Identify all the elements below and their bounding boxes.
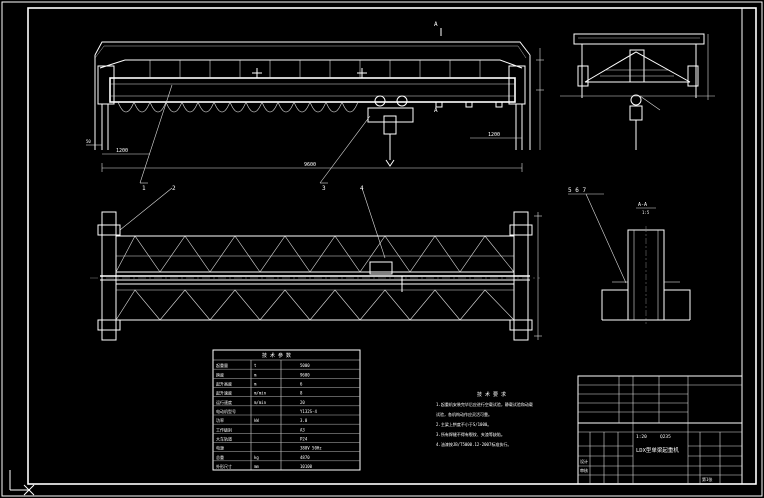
callout-1: 1 [142, 185, 146, 192]
note-line: 3.所有焊缝不得有裂纹、夹渣等缺陷。 [436, 431, 505, 437]
notes-lines: 1.起重机安装完毕后应进行空载试验，静载试验和动载 试验，各机构动作应灵活可靠。… [436, 401, 533, 447]
note-line: 2.主梁上拱度不小于S/1000。 [436, 421, 491, 427]
spec-cell: 3.0 [300, 418, 308, 423]
spec-cell: P24 [300, 437, 308, 442]
spec-cell: 外形尺寸 [216, 463, 232, 469]
section-view-label: A-A [638, 202, 647, 208]
spec-cell: 运行速度 [216, 399, 232, 405]
spec-cell: 大车轨道 [216, 436, 232, 442]
section-mark-a-bottom: A [434, 107, 438, 114]
spec-cell: 跨度 [216, 371, 224, 377]
spec-cell: Y132S-4 [300, 409, 317, 414]
spec-cell: t [254, 363, 257, 368]
dimension-left: 1200 [116, 148, 128, 154]
dimension-right: 1200 [488, 132, 500, 138]
section-a-a: A-A 1:5 [601, 202, 691, 324]
spec-cell: 起重量 [216, 362, 228, 368]
spec-cell: 工作级别 [216, 426, 232, 432]
spec-cell: kW [254, 418, 259, 423]
note-line: 4.油漆按JB/T5000.12-2007标准执行。 [436, 441, 511, 447]
spec-table-rows: 起重量 t 5000 跨度 m 9600 起升高度 m 6 起升速度 m/min 8 运行速度 m/min… [213, 362, 360, 469]
ucs-icon [9, 470, 35, 496]
spec-cell: 20 [300, 400, 305, 405]
spec-table-title: 技 术 参 数 [262, 352, 291, 359]
spec-cell: 功率 [216, 417, 224, 423]
title-checker: 审核 [580, 467, 588, 473]
spec-cell: 起升高度 [216, 381, 232, 387]
section-mark-a-top: A [434, 21, 438, 28]
spec-cell: 9600 [300, 372, 310, 377]
spec-cell: 4870 [300, 455, 310, 460]
note-line: 试验，各机构动作应灵活可靠。 [436, 411, 492, 417]
callout-3: 3 [322, 185, 326, 192]
plan-view [90, 211, 542, 341]
spec-cell: 380V 50Hz [300, 446, 322, 451]
title-block [577, 375, 743, 485]
spec-cell: kg [254, 455, 259, 460]
title-designer: 设计 [580, 458, 588, 464]
spec-cell: 电动机型号 [216, 408, 236, 414]
spec-cell: 总重 [216, 454, 224, 460]
note-line: 1.起重机安装完毕后应进行空载试验，静载试验和动载 [436, 401, 533, 407]
spec-cell: 电源 [216, 445, 224, 451]
side-view [560, 33, 715, 150]
notes-title: 技 术 要 求 [477, 391, 506, 398]
spec-cell: m [254, 372, 257, 377]
callouts: 1 2 3 4 5 6 7 [119, 84, 627, 284]
section-scale: 1:5 [642, 210, 650, 215]
title-sheet: 第1张 [702, 476, 712, 482]
dimension-small: 50 [86, 139, 91, 144]
title-material: Q235 [660, 434, 671, 440]
spec-cell: 10100 [300, 464, 313, 469]
callout-4: 4 [360, 185, 364, 192]
dimension-span: 9600 [304, 162, 316, 168]
spec-cell: 8 [300, 391, 303, 396]
spec-cell: A3 [300, 427, 305, 432]
spec-cell: m/min [254, 400, 267, 405]
spec-cell: 5000 [300, 363, 310, 368]
front-elevation: A A [86, 21, 544, 172]
drawing-name: LDX型单梁起重机 [636, 446, 679, 454]
spec-cell: m [254, 382, 257, 387]
spec-cell: 起升速度 [216, 390, 232, 396]
spec-cell: mm [254, 464, 259, 469]
callout-5-6-7: 5 6 7 [568, 187, 586, 194]
title-scale: 1:20 [636, 434, 647, 440]
spec-cell: m/min [254, 391, 267, 396]
inner-frame [27, 7, 757, 485]
callout-2: 2 [172, 185, 176, 192]
spec-cell: 6 [300, 382, 303, 387]
